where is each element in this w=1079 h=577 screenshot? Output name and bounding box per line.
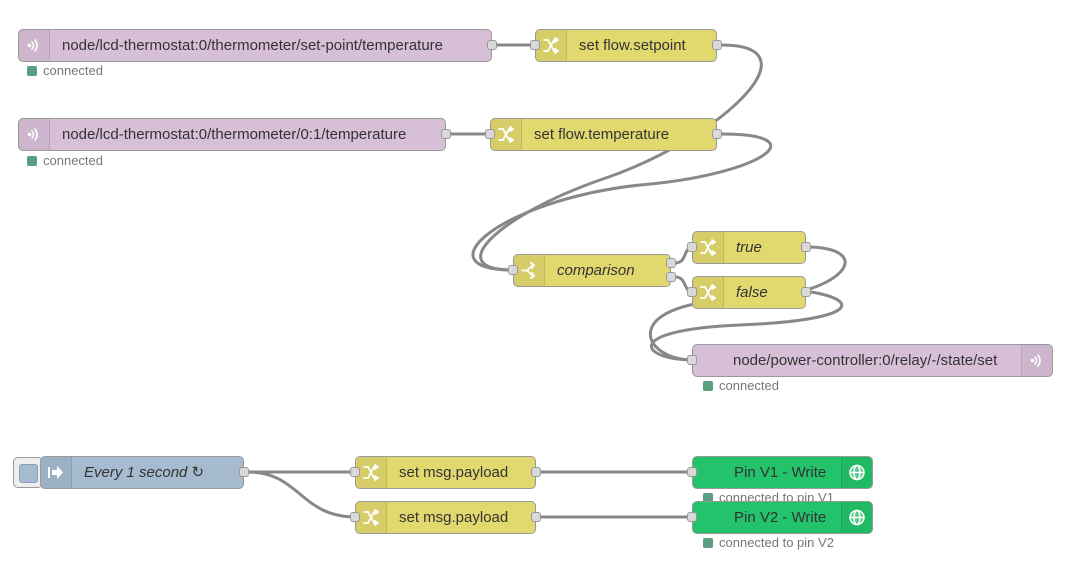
output-port[interactable]: [441, 129, 451, 139]
status-connected: connected: [27, 63, 103, 78]
node-label: false: [736, 284, 768, 301]
blynk-write-node-v2[interactable]: Pin V2 - Write: [687, 501, 873, 534]
output-port[interactable]: [531, 512, 541, 522]
input-port[interactable]: [350, 467, 360, 477]
wire-setpoint-to-comparison[interactable]: [479, 43, 763, 272]
status-connected: connected: [703, 378, 779, 393]
input-port[interactable]: [687, 242, 697, 252]
output-port[interactable]: [531, 467, 541, 477]
input-port[interactable]: [508, 265, 518, 275]
globe-icon: [841, 502, 872, 533]
change-node-setpoint[interactable]: set flow.setpoint: [530, 29, 722, 62]
mqtt-out-node-relay[interactable]: node/power-controller:0/relay/-/state/se…: [687, 344, 1053, 377]
change-node-false[interactable]: false: [687, 276, 811, 309]
output-port[interactable]: [801, 242, 811, 252]
globe-icon: [841, 457, 872, 488]
output-port[interactable]: [801, 287, 811, 297]
input-port[interactable]: [687, 287, 697, 297]
node-label: set flow.setpoint: [579, 37, 686, 54]
node-label: node/lcd-thermostat:0/thermometer/set-po…: [62, 37, 444, 54]
shuffle-icon: [491, 119, 522, 150]
status-connected: connected: [27, 153, 103, 168]
input-port[interactable]: [350, 512, 360, 522]
node-label: set msg.payload: [399, 509, 509, 526]
node-label: Pin V2 - Write: [734, 509, 827, 526]
input-port[interactable]: [687, 355, 697, 365]
node-label: set msg.payload: [399, 464, 509, 481]
node-label: comparison: [557, 262, 635, 279]
blynk-write-node-v1[interactable]: Pin V1 - Write: [687, 456, 873, 489]
change-node-true[interactable]: true: [687, 231, 811, 264]
inject-trigger-button[interactable]: [13, 457, 43, 488]
wifi-signal-icon: [1021, 345, 1052, 376]
arrow-right-icon: [41, 457, 72, 488]
switch-node-comparison[interactable]: comparison: [508, 254, 676, 287]
switch-icon: [514, 255, 545, 286]
output-port[interactable]: [487, 40, 497, 50]
status-dot: [27, 66, 37, 76]
node-label: node/lcd-thermostat:0/thermometer/0:1/te…: [62, 126, 407, 143]
inject-node-every-second[interactable]: Every 1 second ↻: [40, 456, 249, 489]
wifi-signal-icon: [19, 119, 50, 150]
wifi-signal-icon: [19, 30, 50, 61]
output-port-2[interactable]: [666, 272, 676, 282]
output-port[interactable]: [239, 467, 249, 477]
status-connected: connected to pin V2: [703, 535, 834, 550]
mqtt-in-node-temperature[interactable]: node/lcd-thermostat:0/thermometer/0:1/te…: [18, 118, 451, 151]
status-dot: [703, 381, 713, 391]
wire-temperature-to-comparison[interactable]: [471, 132, 773, 272]
change-node-payload-1[interactable]: set msg.payload: [350, 456, 541, 489]
input-port[interactable]: [687, 512, 697, 522]
node-label: set flow.temperature: [534, 126, 670, 143]
wire-inject-to-payload2[interactable]: [246, 470, 358, 519]
input-port[interactable]: [485, 129, 495, 139]
input-port[interactable]: [530, 40, 540, 50]
node-label: node/power-controller:0/relay/-/state/se…: [733, 352, 998, 369]
status-dot: [27, 156, 37, 166]
status-dot: [703, 493, 713, 503]
shuffle-icon: [536, 30, 567, 61]
change-node-temperature[interactable]: set flow.temperature: [485, 118, 722, 151]
node-label: Every 1 second ↻: [84, 464, 205, 481]
shuffle-icon: [693, 277, 724, 308]
input-port[interactable]: [687, 467, 697, 477]
shuffle-icon: [356, 502, 387, 533]
node-label: Pin V1 - Write: [734, 464, 827, 481]
shuffle-icon: [356, 457, 387, 488]
output-port[interactable]: [712, 129, 722, 139]
status-dot: [703, 538, 713, 548]
wire-false-to-relay[interactable]: [649, 290, 844, 362]
output-port[interactable]: [712, 40, 722, 50]
output-port-1[interactable]: [666, 258, 676, 268]
change-node-payload-2[interactable]: set msg.payload: [350, 501, 541, 534]
node-label: true: [736, 239, 762, 256]
shuffle-icon: [693, 232, 724, 263]
mqtt-in-node-setpoint[interactable]: node/lcd-thermostat:0/thermometer/set-po…: [18, 29, 497, 62]
